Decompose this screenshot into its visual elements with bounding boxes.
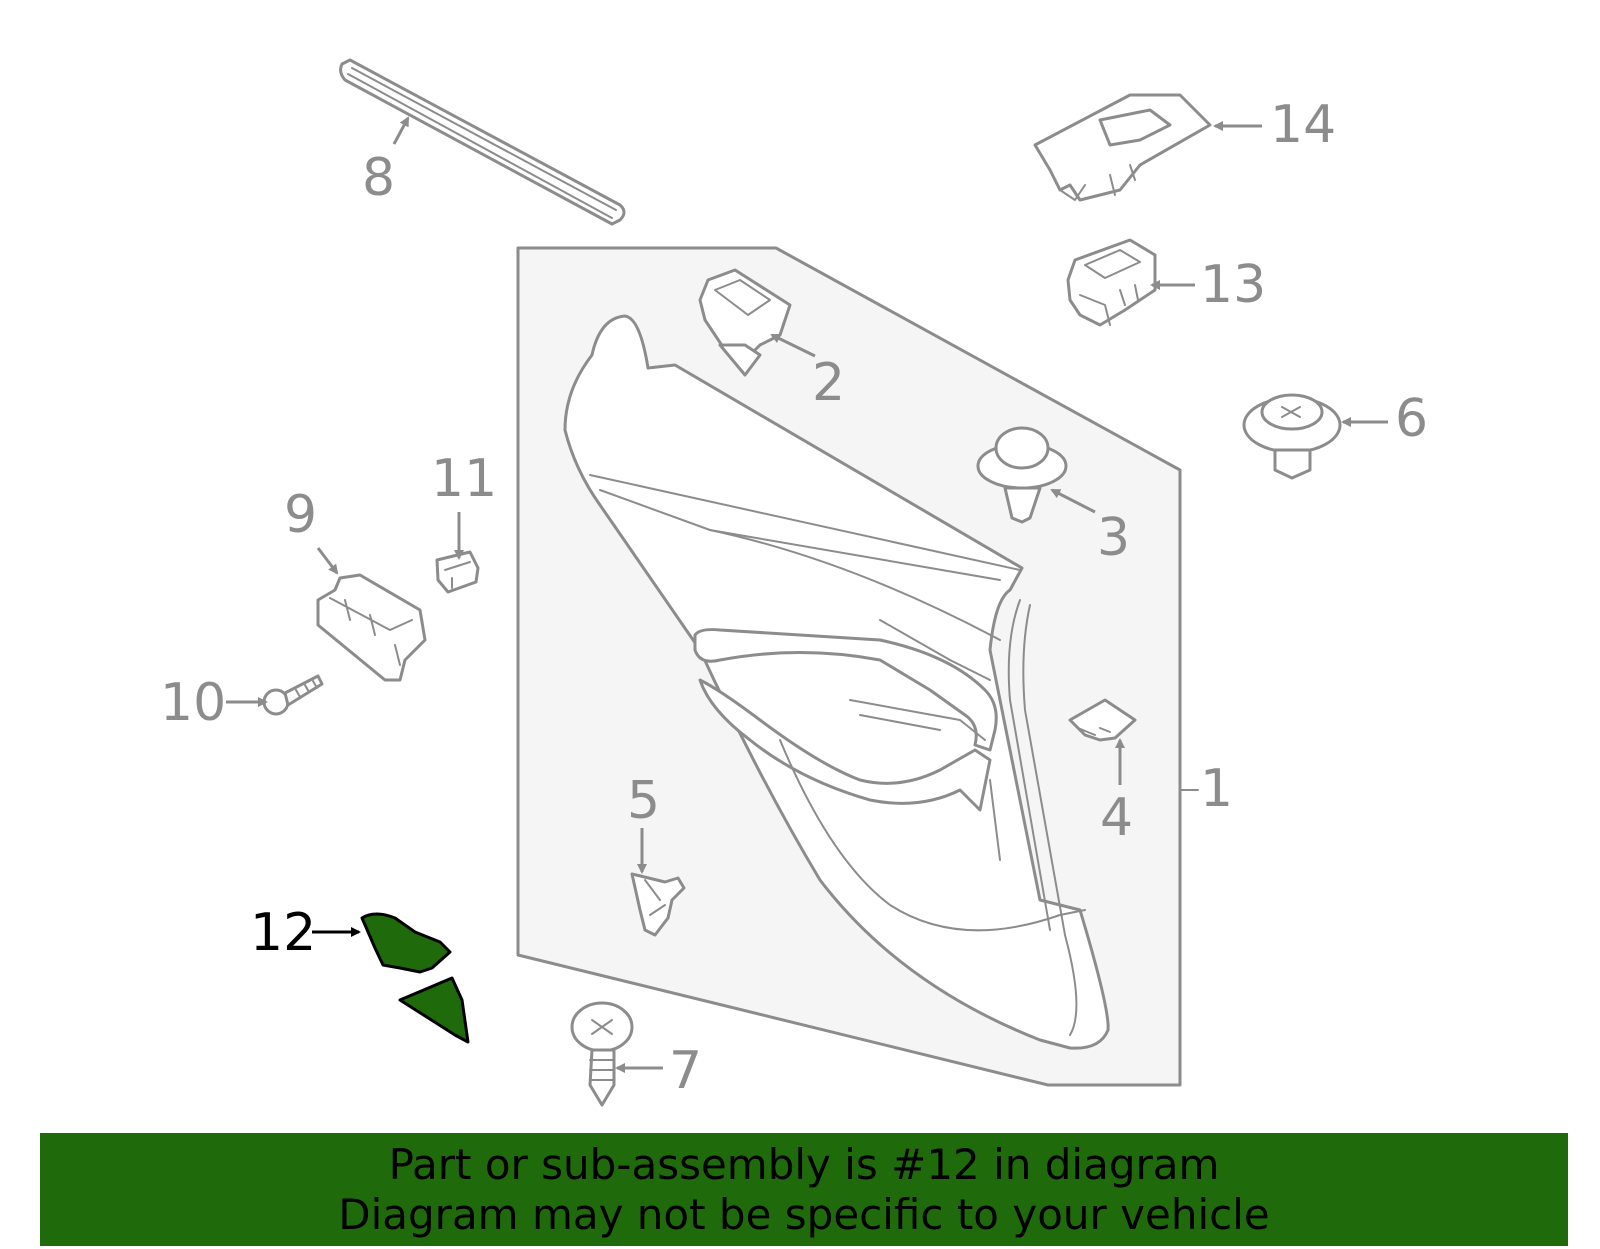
- part-11-clip: [435, 550, 480, 594]
- part-7-screw: [570, 1001, 634, 1107]
- callout-12: 12: [250, 903, 316, 963]
- callout-7: 7: [669, 1041, 702, 1101]
- info-banner: Part or sub-assembly is #12 in diagram D…: [40, 1133, 1568, 1246]
- callout-11: 11: [431, 449, 497, 509]
- callout-9: 9: [284, 485, 317, 545]
- callout-1: 1: [1200, 759, 1233, 819]
- part-8-weatherstrip: [339, 58, 626, 226]
- part-1-door-trim-panel: [516, 246, 1182, 1087]
- part-10-screw: [262, 674, 324, 716]
- callout-4: 4: [1100, 788, 1133, 848]
- part-3-push-pin: [976, 426, 1068, 524]
- callout-8: 8: [362, 148, 395, 208]
- part-5-retainer: [630, 872, 686, 937]
- callout-10: 10: [160, 673, 226, 733]
- part-2-clip: [698, 268, 792, 377]
- callout-3: 3: [1097, 508, 1130, 568]
- part-6-push-pin: [1242, 393, 1342, 480]
- callout-6: 6: [1395, 389, 1428, 449]
- part-12-highlighted: [360, 912, 470, 1044]
- banner-line-2: Diagram may not be specific to your vehi…: [338, 1189, 1270, 1239]
- callout-5: 5: [627, 771, 660, 831]
- callout-13: 13: [1200, 255, 1266, 315]
- part-13-window-switch: [1066, 238, 1157, 327]
- banner-line-1: Part or sub-assembly is #12 in diagram: [388, 1139, 1220, 1189]
- callout-2: 2: [812, 353, 845, 413]
- callout-labels: 8 14 13 2 3 6 4 1 5 7 9 11 10 12: [160, 95, 1428, 1101]
- part-9-bracket: [316, 573, 427, 682]
- part-14-switch-bezel: [1033, 93, 1212, 202]
- leader-lines: [226, 116, 1388, 1073]
- callout-14: 14: [1270, 95, 1336, 155]
